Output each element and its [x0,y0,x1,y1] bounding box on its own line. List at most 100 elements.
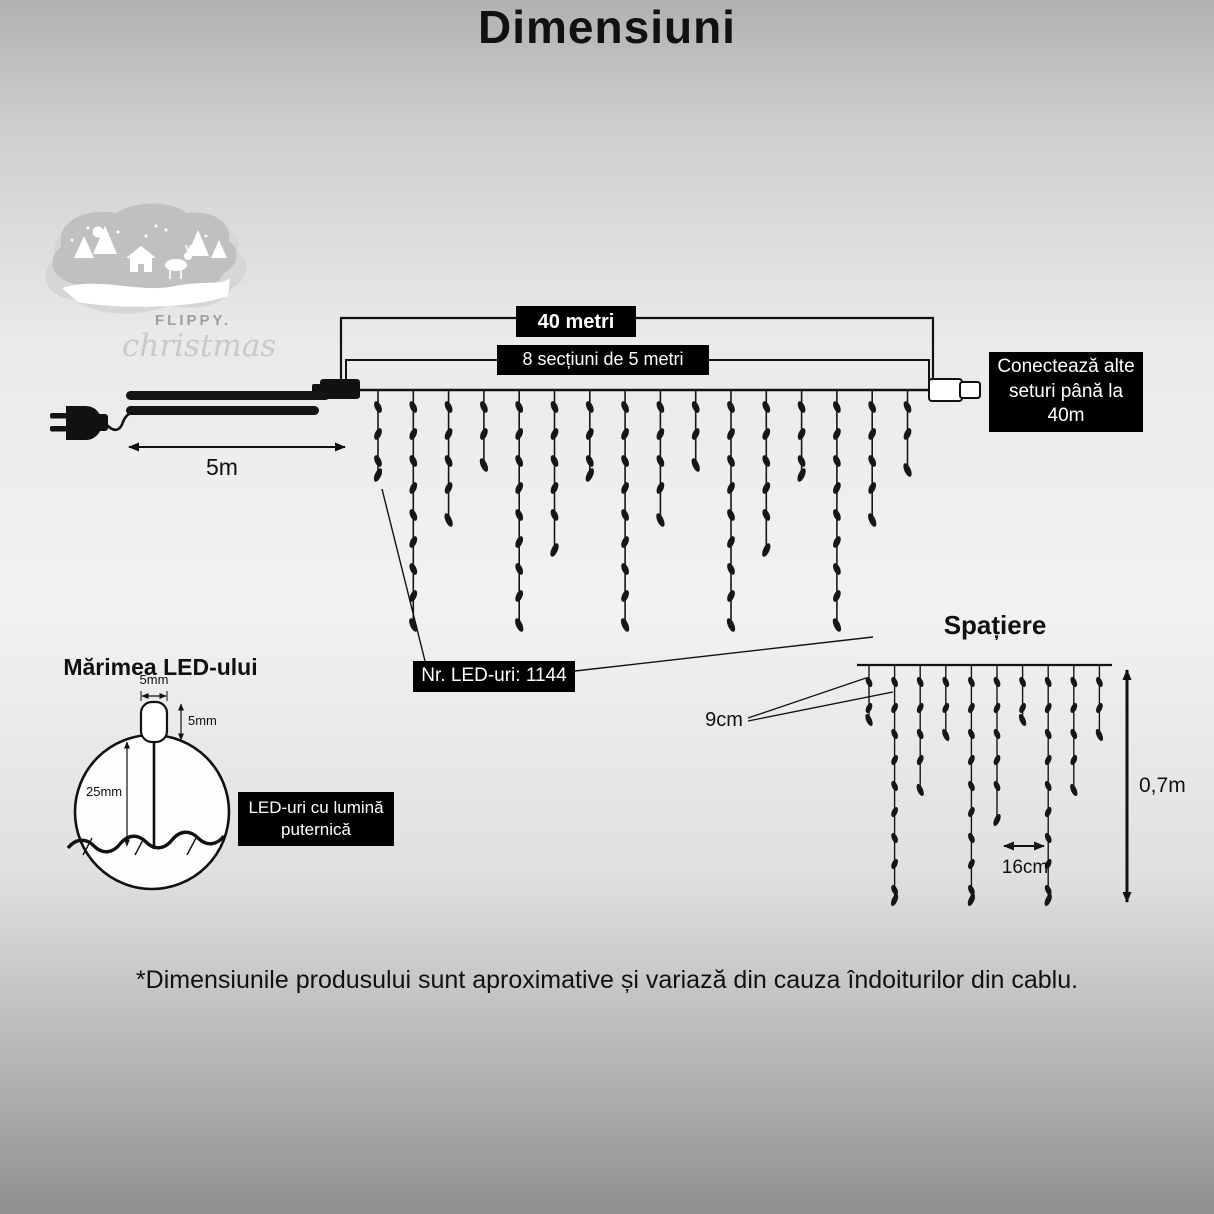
led-bulb [374,455,382,467]
led-bulb [942,676,950,688]
led-bulb [968,806,975,818]
logo-script-text: christmas [122,328,277,364]
logo-brand-text: FLIPPY. [155,312,232,329]
led-bulb [444,513,453,527]
led-bulb [968,728,975,740]
led-bulb [1070,728,1078,740]
led-bulb [1044,702,1052,714]
led-bulb [691,428,700,440]
led-bulb [916,754,924,766]
led-bulb [409,618,418,632]
led-bulb [891,702,898,714]
led-bulb [890,894,899,906]
end-connector [928,378,981,402]
led-bulb [480,428,488,440]
led-bulb [762,543,771,557]
led-bulb [1019,676,1026,688]
led-bulb [868,455,877,467]
led-bulb [621,509,629,521]
led-bulb [409,590,418,602]
led-bulb [993,754,1001,766]
led-bulb [1070,702,1078,714]
led-bulb [1044,884,1052,896]
spacing-heading: Spațiere [943,610,1047,640]
led-bulb [550,455,559,467]
led-bulb [515,536,524,548]
led-bulb [515,428,524,440]
led-bulb [942,702,950,714]
led-bulb [585,455,594,467]
led-bulb [1044,858,1052,870]
led-bulb [373,468,383,482]
led-bulb [691,401,700,413]
led-bulb [409,401,418,413]
led-bulb-shape [139,700,169,744]
led-bulb [727,428,735,440]
bulb-width-label: 5mm [139,672,169,687]
led-bulb [968,754,975,766]
led-bulb [1070,784,1078,796]
led-bulb [762,509,771,521]
led-bulb [993,814,1001,826]
led-bulb [621,590,629,602]
led-bulb [967,894,976,906]
led-bulb [797,428,806,440]
led-count-label: Nr. LED-uri: 1144 [413,661,575,692]
bulb-height-label: 5mm [188,713,217,728]
led-bulb [968,832,975,844]
led-bulb [621,563,629,575]
led-bulb [891,884,898,896]
led-bulb [797,455,806,467]
led-bulb [797,468,806,482]
led-bulb [833,401,841,413]
led-bulb [656,428,665,440]
led-bulb [916,784,924,796]
spacing-curtain-drops [865,665,1104,906]
drop-length-label: 0,7m [1139,774,1186,797]
logo-scene [62,224,230,307]
led-bulb [621,536,629,548]
led-bulb [1096,676,1103,688]
led-bulb [1096,702,1103,714]
led-bulb [444,455,453,467]
led-bulb [832,618,842,632]
led-bulb [865,702,873,714]
led-bulb [968,884,975,896]
led-bulb [1044,832,1052,844]
led-bulb [891,754,898,766]
led-bulb [656,455,665,467]
led-bulb [727,455,735,467]
led-count-callout-lines [381,488,874,672]
led-bulb [409,482,418,494]
disclaimer: *Dimensiunile produsului sunt aproximati… [135,966,1079,994]
led-bulb [515,509,524,521]
led-bulb [727,482,735,494]
led-bulb [993,728,1001,740]
bulb-length-label: 25mm [86,784,123,799]
led-bulb [515,401,524,413]
led-bulb [1095,729,1104,741]
led-bulb [444,482,453,494]
led-bulb [891,832,898,844]
led-bulb [1070,676,1078,688]
led-bulb [891,728,898,740]
bracket-40m [339,316,935,384]
led-bulb [621,428,629,440]
led-bulb [727,590,735,602]
led-bulb [891,780,898,792]
led-bulb [903,428,912,440]
led-spacing-label: 9cm [705,709,743,731]
led-bulb [868,428,877,440]
led-bulb [515,482,524,494]
sections-label: 8 secțiuni de 5 metri [497,345,709,375]
led-bulb [727,563,735,575]
led-bulb [656,401,665,413]
led-bulb [621,482,629,494]
plug-icon [50,406,138,440]
led-bulb [620,618,630,632]
led-bulb [727,536,735,548]
led-bulb [993,702,1001,714]
led-bulb [903,463,912,477]
